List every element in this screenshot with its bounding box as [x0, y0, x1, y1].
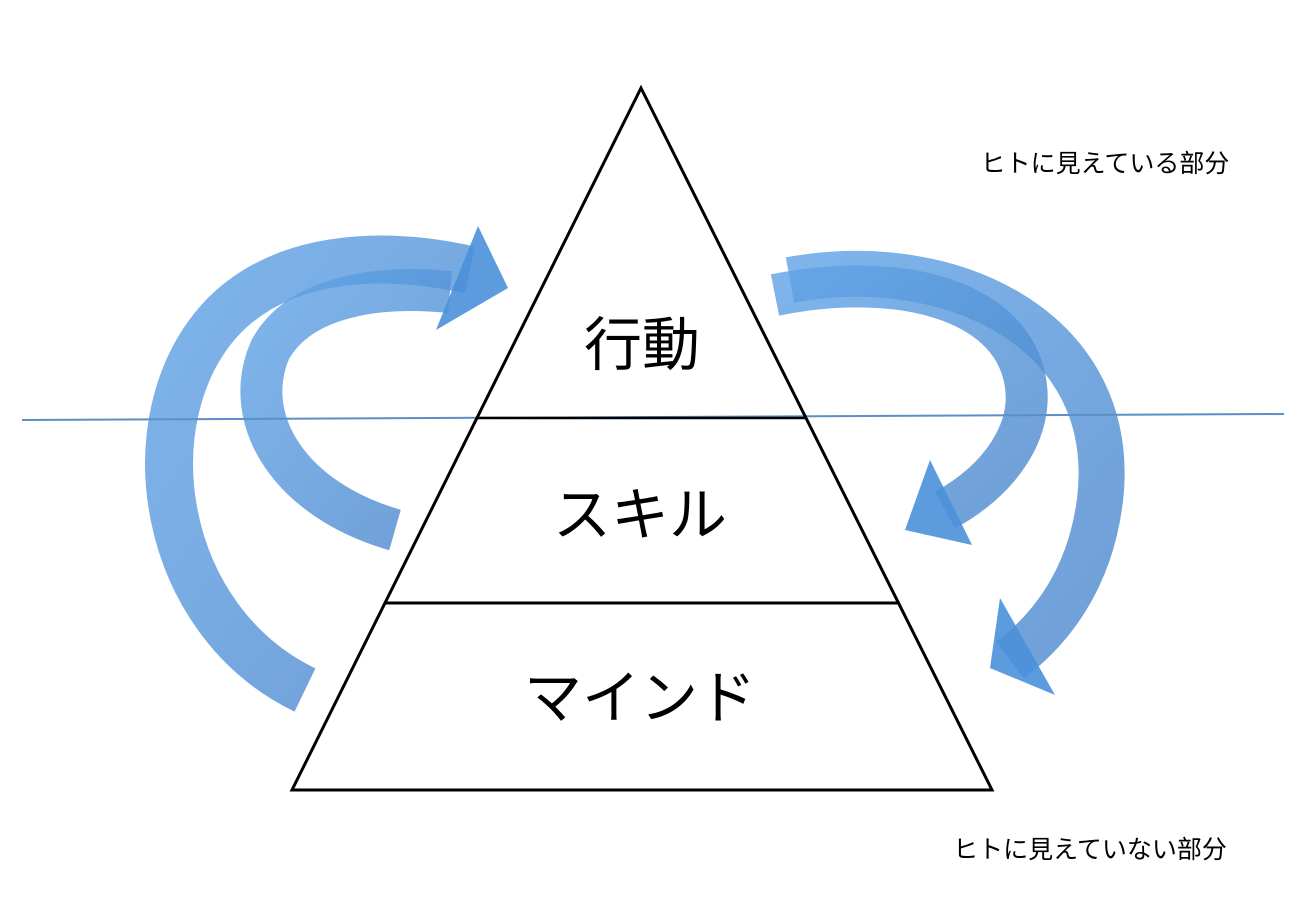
pyramid-outline — [289, 84, 995, 792]
layer-action-label: 行動 — [583, 311, 701, 379]
right-inner-arrow — [770, 265, 1048, 529]
right-outer-arrowhead — [990, 598, 1055, 695]
left-cycle-arrows — [145, 235, 476, 712]
visible-part-label: ヒトに見えている部分 — [980, 149, 1230, 178]
left-arrowhead — [436, 226, 508, 330]
right-cycle-arrows — [770, 250, 1125, 679]
layer-skill-label: スキル — [552, 481, 728, 549]
left-inner-arrow — [240, 269, 453, 551]
layer-mind-label: マインド — [523, 664, 757, 732]
left-outer-arrow — [145, 235, 476, 712]
invisible-part-label: ヒトに見えていない部分 — [953, 835, 1227, 864]
right-inner-arrowhead — [905, 460, 972, 545]
